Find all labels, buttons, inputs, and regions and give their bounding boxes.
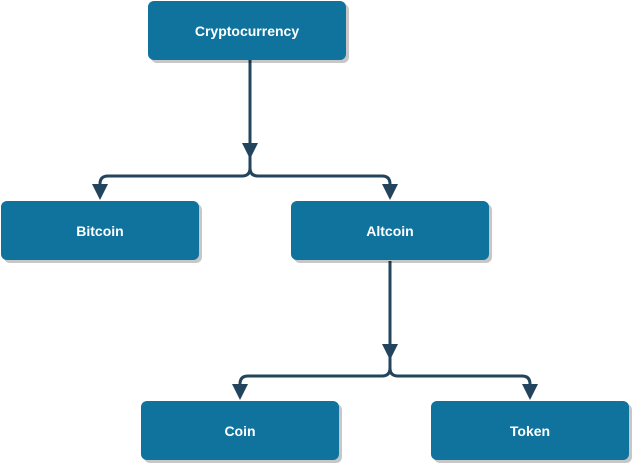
node-bitcoin[interactable]: Bitcoin	[1, 201, 199, 260]
edge-root-to-bitcoin	[98, 60, 252, 196]
node-cryptocurrency[interactable]: Cryptocurrency	[148, 1, 346, 60]
arrowhead-icon	[382, 344, 398, 360]
arrowhead-icon	[522, 384, 538, 400]
node-altcoin[interactable]: Altcoin	[291, 201, 489, 260]
arrowhead-icon	[242, 143, 258, 159]
node-label: Bitcoin	[76, 222, 124, 239]
node-token[interactable]: Token	[431, 401, 629, 460]
edge-root-to-altcoin	[248, 167, 392, 196]
edge-altcoin-to-coin	[238, 261, 392, 396]
arrowhead-icon	[92, 184, 108, 200]
edge-altcoin-to-token	[388, 367, 532, 396]
node-label: Altcoin	[366, 222, 414, 239]
arrowhead-icon	[382, 184, 398, 200]
arrowhead-icon	[232, 384, 248, 400]
node-coin[interactable]: Coin	[141, 401, 339, 460]
node-label: Cryptocurrency	[194, 22, 300, 39]
node-label: Token	[509, 422, 551, 439]
node-label: Coin	[224, 422, 256, 439]
